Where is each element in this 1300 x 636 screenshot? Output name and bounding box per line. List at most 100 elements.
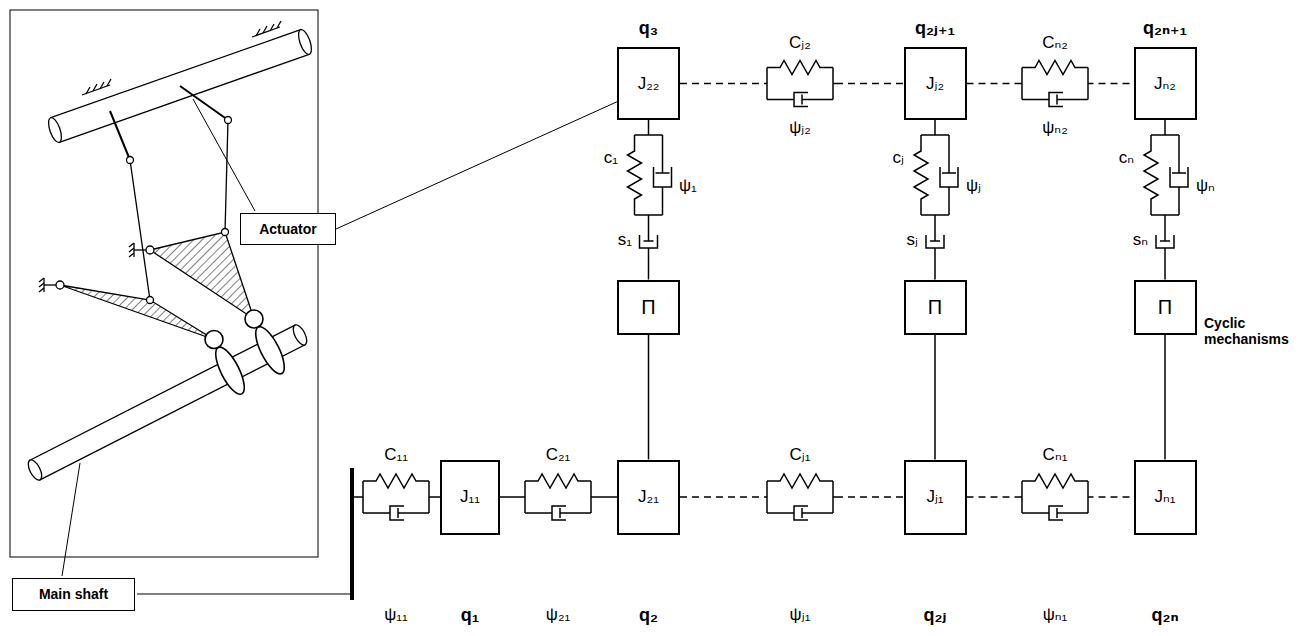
illustration-frame [10, 10, 318, 557]
spring-label: c₁ [603, 148, 619, 168]
clearance-symbol [1152, 223, 1178, 257]
node-text: Jⱼ₂ [926, 74, 944, 94]
shaft-end [26, 458, 45, 482]
spring-label: C₂₁ [545, 445, 572, 465]
coordinate-label: q₂ⱼ₊₁ [914, 18, 956, 39]
node-text: J₂₁ [638, 487, 659, 507]
spring-label: Cⱼ₂ [788, 33, 812, 53]
pin-joint [147, 297, 154, 304]
spring-damper-symbol [1019, 58, 1091, 110]
coordinate-label: q₂ [638, 605, 659, 626]
spring-damper-symbol [360, 471, 432, 523]
cam [250, 323, 290, 378]
spring-damper-symbol [908, 133, 962, 217]
damper-label: ψₙ₂ [1041, 118, 1069, 138]
connector [934, 335, 936, 460]
node-text: Jₙ₁ [1154, 487, 1175, 507]
crank-arm [110, 111, 130, 160]
clearance-label: sₙ [1132, 230, 1149, 250]
spring-label: cₙ [1118, 148, 1135, 168]
node-text: J₂₂ [638, 74, 660, 94]
inertia-box: J₂₂ [617, 47, 680, 120]
damper-label: ψ₁₁ [383, 605, 409, 625]
connector [336, 102, 617, 229]
spring-label: Cₙ₂ [1041, 33, 1069, 53]
spring-damper-symbol [1138, 133, 1192, 217]
clearance-symbol [922, 223, 948, 257]
spring-label: Cⱼ₁ [789, 445, 812, 465]
spring-damper-symbol [522, 471, 594, 523]
inertia-box: Jⱼ₁ [904, 460, 967, 535]
cam-roller [245, 310, 263, 328]
spring-damper-symbol [764, 471, 836, 523]
coordinate-label: q₁ [460, 605, 480, 626]
pivot-joint [146, 246, 154, 254]
actuator-shaft [51, 30, 310, 143]
node-text: П [641, 296, 655, 319]
leader-line [137, 594, 350, 595]
spring-damper-symbol [764, 58, 836, 110]
shaft-end [46, 116, 64, 144]
connector [648, 335, 650, 460]
caption-note: Cyclic mechanisms [1203, 315, 1297, 347]
callout-box: Actuator [240, 213, 336, 245]
coordinate-label: q₃ [638, 18, 659, 39]
transfer-box: П [1134, 280, 1197, 335]
shaft-end [291, 323, 310, 347]
leader-line [62, 463, 80, 576]
damper-label: ψ₂₁ [545, 605, 571, 625]
clearance-symbol [636, 223, 662, 257]
connecting-rod [130, 160, 150, 300]
spring-damper-symbol [1019, 471, 1091, 523]
coordinate-label: q₂ₙ [1150, 605, 1179, 626]
node-text: Jₙ₂ [1154, 74, 1176, 94]
ground-hatch [39, 278, 44, 292]
node-text: Actuator [259, 221, 317, 237]
pivot-link [134, 249, 146, 250]
cam [210, 343, 250, 398]
main-shaft-wall [350, 468, 354, 600]
leader-line [193, 99, 255, 211]
cam-roller [205, 331, 223, 349]
pivot-ground [133, 243, 134, 257]
inertia-box: J₂₁ [617, 460, 680, 535]
transfer-box: П [617, 280, 680, 335]
connector-group [336, 84, 1165, 498]
mechanism-illustration [26, 21, 350, 594]
callout-box: Main shaft [12, 578, 135, 611]
spring-label: cⱼ [892, 148, 905, 168]
model-symbols [352, 468, 440, 600]
damper-label: ψⱼ₂ [788, 118, 812, 138]
inertia-box: J₁₁ [440, 460, 500, 535]
shaft-end [296, 28, 314, 56]
ground-hatch [256, 21, 281, 36]
pivot-ground [43, 278, 44, 292]
rocker-lever [150, 232, 254, 319]
node-text: Main shaft [39, 586, 108, 602]
coordinate-label: q₂ⱼ [923, 605, 948, 626]
rocker-lever [60, 285, 214, 340]
coordinate-label: q₂ₙ₊₁ [1142, 18, 1188, 39]
ground-hatch [129, 243, 134, 257]
node-text: J₁₁ [460, 487, 480, 507]
pin-joint [222, 229, 229, 236]
pin-joint [127, 157, 134, 164]
pin-joint [225, 117, 232, 124]
spring-damper-symbol [622, 133, 676, 217]
crank-arm [180, 86, 228, 120]
damper-label: ψ₁ [678, 176, 698, 196]
clearance-label: s₁ [617, 230, 633, 250]
ground-hatch [86, 79, 111, 94]
node-text: П [928, 296, 942, 319]
damper-label: ψₙ [1195, 176, 1216, 196]
damper-label: ψₙ₁ [1042, 605, 1069, 625]
node-text: Jⱼ₁ [926, 487, 943, 507]
connector [1164, 335, 1166, 460]
damper-label: ψⱼ [965, 176, 982, 196]
spring-label: C₁₁ [383, 445, 409, 465]
node-text: П [1158, 296, 1172, 319]
transfer-box: П [904, 280, 967, 335]
inertia-box: Jₙ₂ [1134, 47, 1197, 120]
inertia-box: Jₙ₁ [1134, 460, 1197, 535]
